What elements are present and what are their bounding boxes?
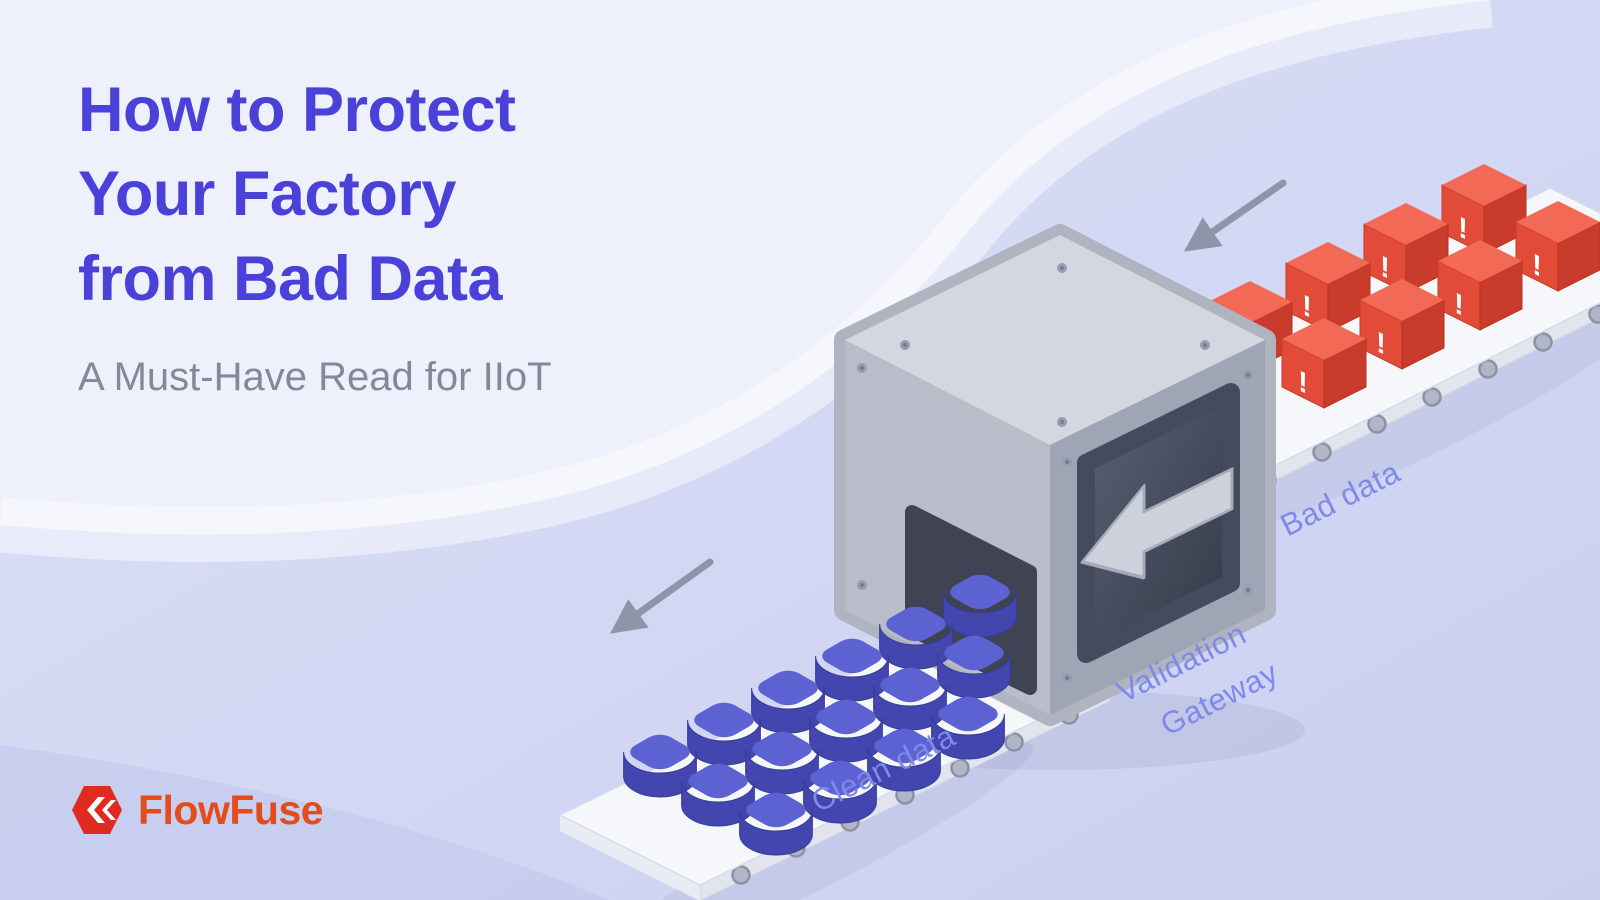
shadow [566,741,1034,900]
flowfuse-logo-text: FlowFuse [138,786,324,833]
flowfuse-logo-icon [72,786,122,834]
title-line-1: How to Protect [78,75,516,145]
background-light-swoosh [0,0,1490,535]
flow-direction-arrow-icon [1080,467,1234,580]
hero-text: How to Protect Your Factory from Bad Dat… [78,68,718,400]
background-bottom-wave [0,745,610,900]
gateway-top-face [845,235,1265,445]
background-swoosh-highlight [0,0,1493,563]
subtitle: A Must-Have Read for IIoT [78,355,552,400]
incoming-motion-arrow-icon [1183,179,1287,252]
title-line-3: from Bad Data [78,243,503,314]
page-title: How to Protect Your Factory from Bad Dat… [78,68,718,321]
flowfuse-logo: FlowFuse [68,784,324,836]
title-line-2: Your Factory [78,159,456,230]
outgoing-motion-arrow-icon [610,558,714,634]
shadow [1214,308,1600,532]
